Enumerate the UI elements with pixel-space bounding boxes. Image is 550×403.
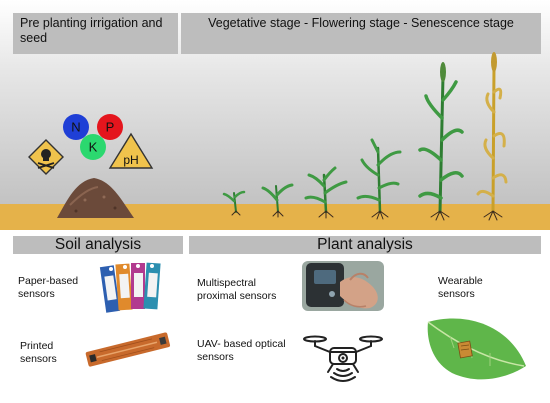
young-plant-3 [304,166,348,219]
leaf-sensor-icon [427,318,526,380]
growing-plant-4 [356,138,402,220]
multispectral-sensors-label: Multispectral proximal sensors [197,277,277,302]
pre-planting-label: Pre planting irrigation and seed [13,13,178,54]
plant-analysis-title: Plant analysis [317,236,413,253]
paper-sensors-label: Paper-based sensors [18,275,79,300]
nitrogen-label: N [71,120,80,135]
soil-analysis-title: Soil analysis [54,236,142,253]
seedling-plant-1 [222,190,246,216]
flowering-plant-5 [418,62,464,221]
plant-analysis-header: Plant analysis [189,236,541,254]
drone-icon [303,335,383,382]
printed-sensors-label: Printed sensors [20,340,57,365]
paper-sensor-strips-icon [99,262,161,313]
seedling-plant-2 [261,183,294,218]
soil-mound-icon [57,178,134,218]
ph-warning-icon: pH [108,132,154,169]
ph-label: pH [123,153,138,167]
potassium-icon: K [80,134,106,160]
potassium-label: K [89,140,98,155]
pre-planting-text: Pre planting irrigation and seed [20,16,163,45]
growth-stages-text: Vegetative stage - Flowering stage - Sen… [208,16,514,30]
uav-sensors-label: UAV- based optical sensors [197,338,286,363]
poison-warning-icon [28,139,64,175]
handheld-scanner-icon [302,261,384,311]
growth-stages-label: Vegetative stage - Flowering stage - Sen… [181,13,541,54]
soil-analysis-header: Soil analysis [13,236,183,254]
printed-sensor-strip-icon [85,332,171,367]
phosphorus-label: P [106,120,115,135]
phosphorus-icon: P [97,114,123,140]
senescent-plant-6 [476,52,508,221]
nitrogen-icon: N [63,114,89,140]
wearable-sensors-label: Wearable sensors [438,275,483,300]
